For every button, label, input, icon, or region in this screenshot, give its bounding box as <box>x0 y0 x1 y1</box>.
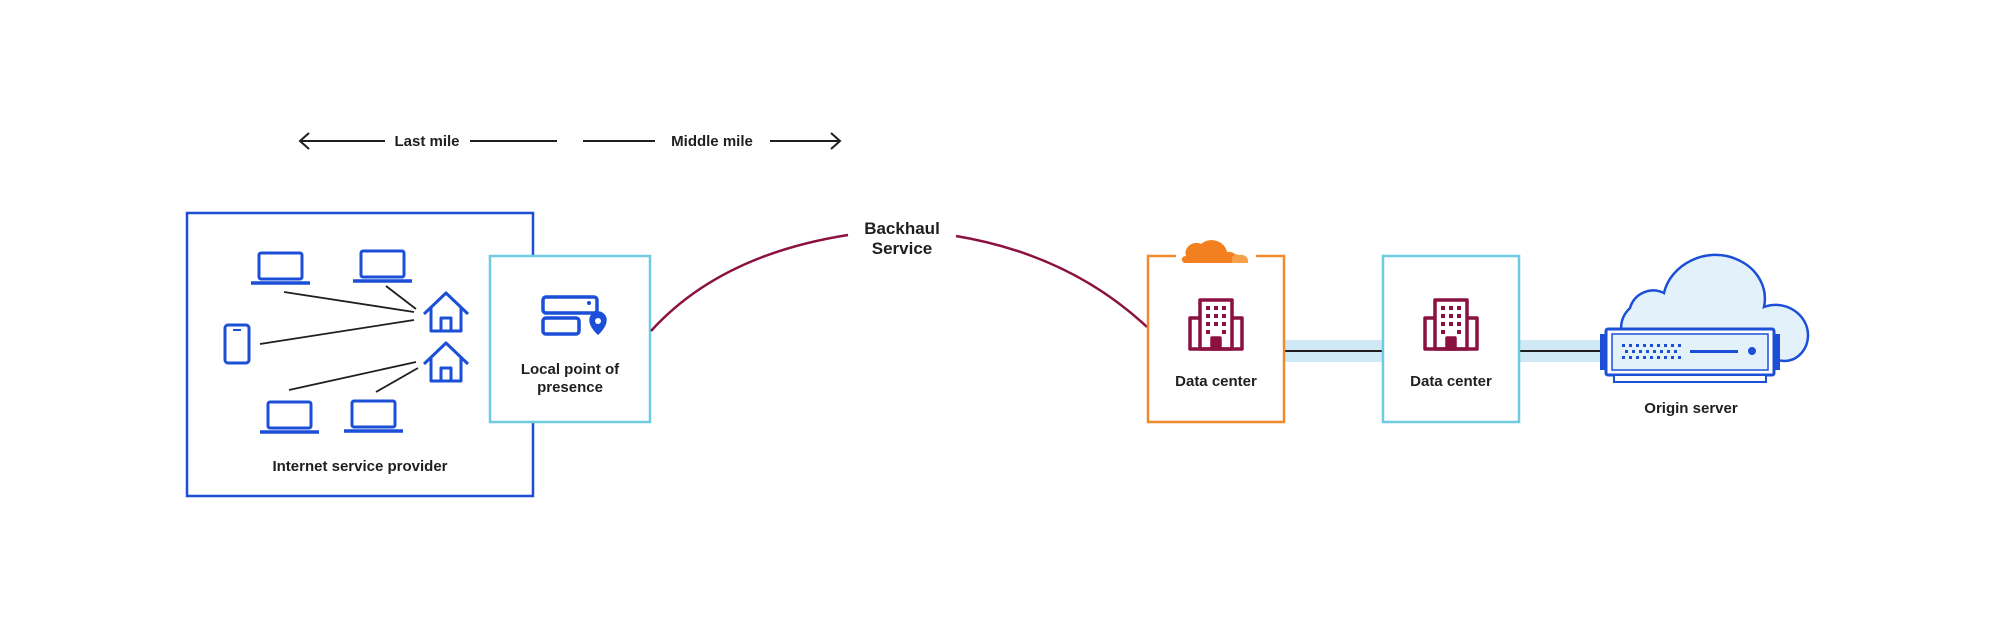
datacenter-1-label: Data center <box>1175 373 1257 390</box>
datacenter-1-box: Data center <box>1146 240 1286 424</box>
datacenter-2-label: Data center <box>1410 373 1492 390</box>
laptop-icon <box>353 249 412 283</box>
origin-server: Origin server <box>1600 253 1810 417</box>
backhaul-curve <box>650 233 1148 332</box>
pop-label-line2: presence <box>537 379 603 396</box>
backhaul-label-line2: Service <box>872 239 933 258</box>
server-location-icon <box>541 295 607 336</box>
house-icon <box>422 291 470 333</box>
last-mile-label: Last mile <box>394 133 459 150</box>
datacenter-2-box: Data center <box>1381 254 1521 424</box>
pop-label-line1: Local point of <box>521 361 620 378</box>
isp-label: Internet service provider <box>272 458 447 475</box>
cloudflare-logo-icon <box>1176 240 1256 263</box>
phone-icon <box>223 323 251 365</box>
building-icon <box>1423 298 1479 351</box>
laptop-icon <box>251 251 310 285</box>
laptop-icon <box>260 400 319 434</box>
server-rack-icon <box>1600 327 1780 383</box>
link-dc2-origin <box>1519 340 1603 362</box>
laptop-icon <box>344 399 403 433</box>
last-mile-arrow: Last mile <box>298 132 557 150</box>
origin-server-label: Origin server <box>1644 400 1738 417</box>
middle-mile-arrow: Middle mile <box>583 132 842 150</box>
link-dc1-dc2 <box>1283 340 1383 362</box>
house-icon <box>422 341 470 383</box>
building-icon <box>1188 298 1244 351</box>
middle-mile-label: Middle mile <box>671 133 753 150</box>
backhaul-label-line1: Backhaul <box>864 219 940 238</box>
isp-box: Internet service provider <box>185 211 535 498</box>
device-links <box>259 285 419 393</box>
local-pop-box: Local point of presence <box>488 254 652 424</box>
